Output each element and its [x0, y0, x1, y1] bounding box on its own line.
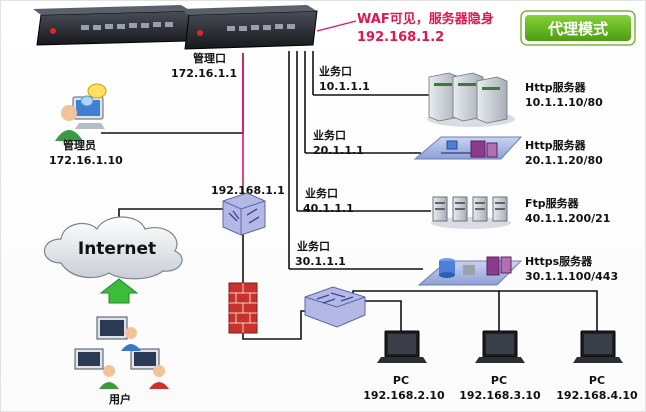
pc-2-ip: 192.168.3.10	[459, 389, 541, 402]
https-server-icon	[417, 256, 523, 286]
server-2-addr: 20.1.1.20/80	[525, 154, 603, 167]
pc-3-ip: 192.168.4.10	[556, 389, 638, 402]
ftp-server-icon	[431, 196, 511, 229]
admin-ip: 172.16.1.10	[49, 154, 123, 167]
upload-arrow-icon	[99, 278, 139, 304]
pc-1-label: PC	[393, 374, 409, 387]
waf-callout-line	[316, 20, 357, 32]
server-4-addr: 30.1.1.100/443	[525, 270, 618, 283]
mgmt-port-ip: 172.16.1.1	[171, 67, 237, 80]
pc-3-label: PC	[589, 374, 605, 387]
business-port-4-label: 业务口	[297, 239, 330, 253]
waf-ip: 192.168.1.2	[357, 30, 444, 45]
switch-pc-link-3	[499, 290, 598, 331]
server-3-addr: 40.1.1.200/21	[525, 212, 610, 225]
pc-2-label: PC	[491, 374, 507, 387]
admin-icon	[55, 83, 107, 141]
business-port-3-label: 业务口	[305, 186, 338, 200]
waf-note: WAF可见，服务器隐身	[357, 11, 494, 27]
mode-badge: 代理模式	[520, 10, 636, 46]
router-ip: 192.168.1.1	[211, 184, 285, 197]
business-port-3-ip: 40.1.1.1	[303, 202, 354, 215]
switch-icon	[304, 286, 366, 328]
pc-icon-3	[573, 330, 623, 363]
mgmt-port-label: 管理口	[193, 51, 226, 65]
users-label: 用户	[109, 392, 131, 406]
admin-mgmt-link	[101, 53, 244, 134]
server-4-name: Https服务器	[525, 254, 593, 268]
internet-cloud: Internet	[44, 216, 183, 280]
mode-badge-label: 代理模式	[547, 20, 608, 38]
server-1-name: Http服务器	[525, 80, 587, 94]
internet-label: Internet	[78, 239, 156, 259]
server-3-name: Ftp服务器	[525, 196, 580, 210]
pc-icon-1	[377, 330, 427, 363]
waf-device-right	[181, 5, 318, 50]
waf-device-left	[33, 5, 192, 46]
router-icon	[222, 192, 266, 236]
switch-pc-link-1	[357, 300, 402, 331]
business-port-2-label: 业务口	[313, 128, 346, 142]
business-port-2-ip: 20.1.1.1	[313, 144, 364, 157]
http-server-icon-1	[427, 72, 515, 127]
business-port-1-label: 业务口	[319, 64, 352, 78]
users-icon	[74, 316, 169, 389]
pc-icon-2	[475, 330, 525, 363]
pc-1-ip: 192.168.2.10	[363, 389, 445, 402]
switch-pc-link-2	[352, 290, 500, 331]
server-1-addr: 10.1.1.10/80	[525, 96, 603, 109]
business-port-1-ip: 10.1.1.1	[319, 80, 370, 93]
admin-label: 管理员	[63, 138, 96, 152]
firewall-icon	[228, 282, 258, 334]
http-server-icon-2	[413, 136, 523, 160]
business-port-4-ip: 30.1.1.1	[295, 255, 346, 268]
server-2-name: Http服务器	[525, 138, 587, 152]
